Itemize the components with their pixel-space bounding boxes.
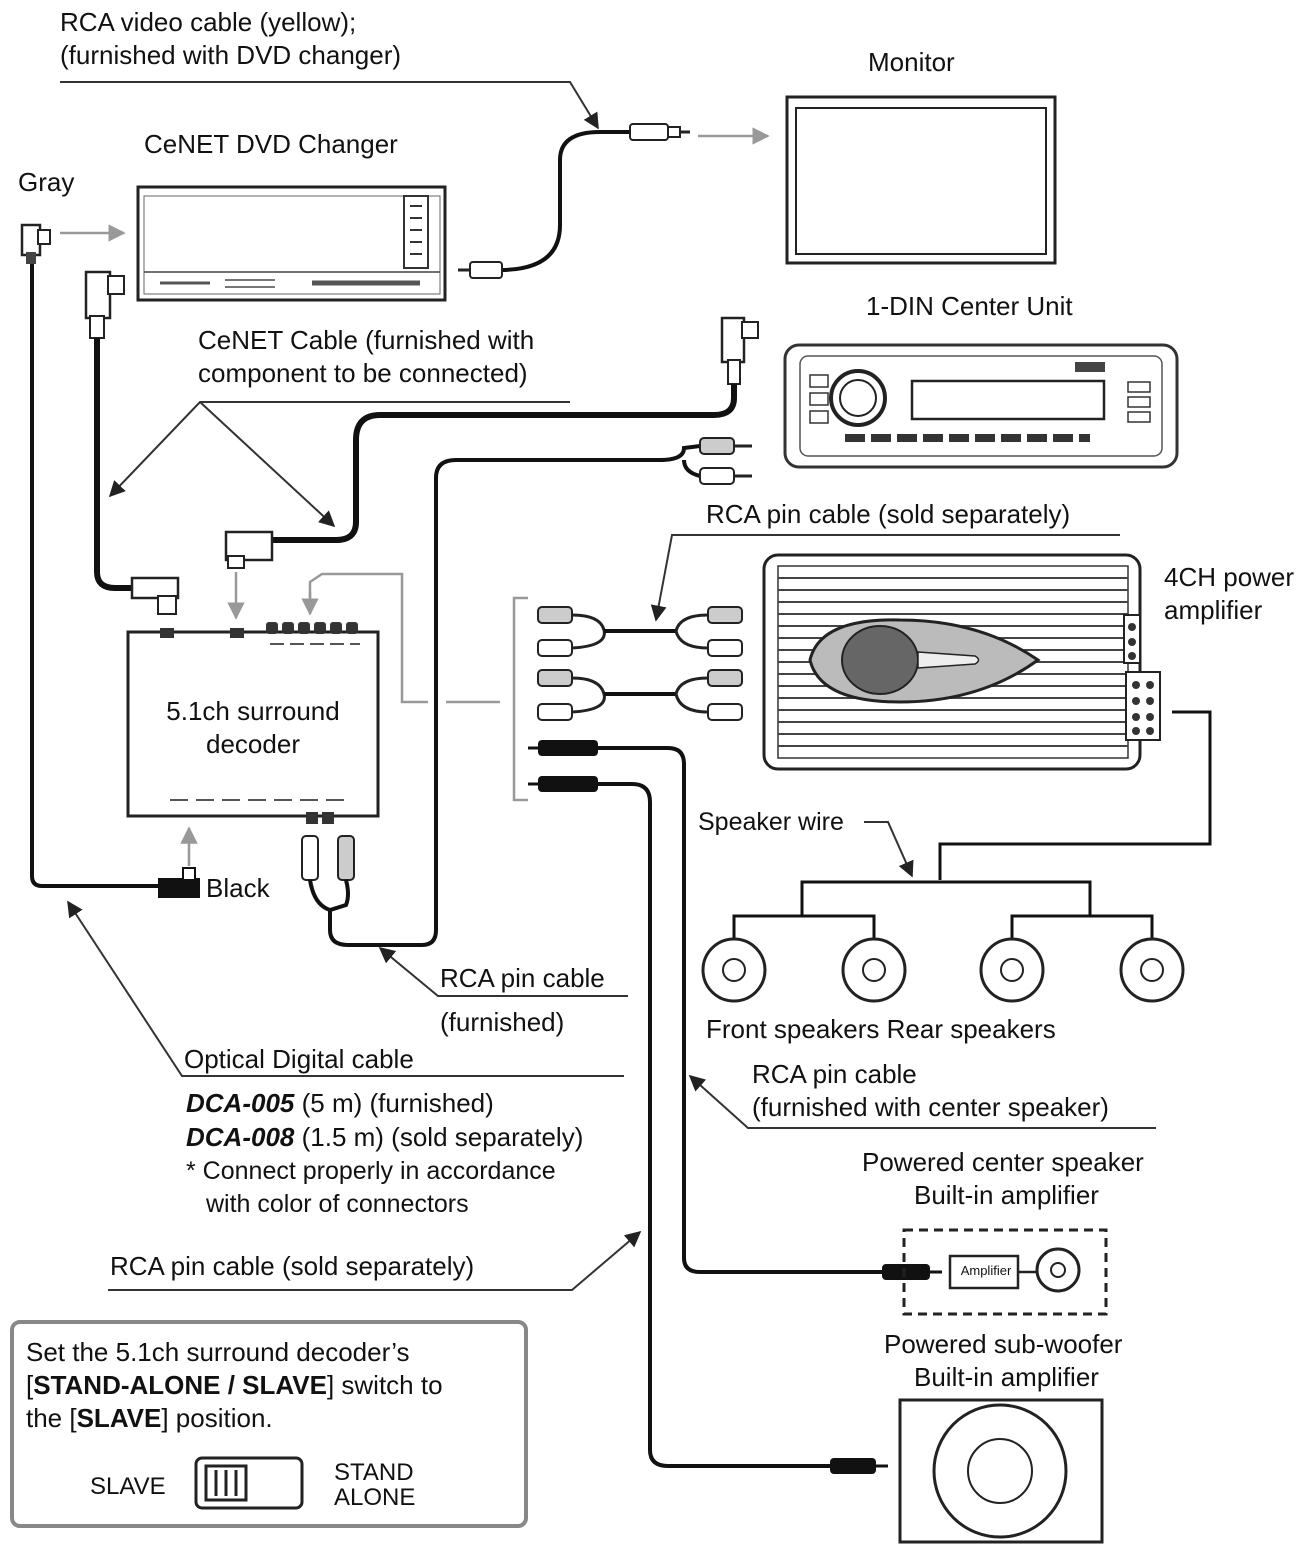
decoder-rca-plugs xyxy=(301,835,355,881)
dca005-desc: (5 m) (furnished) xyxy=(301,1088,494,1118)
subwoofer-plug xyxy=(830,1458,888,1474)
dca008-line: DCA-008 (1.5 m) (sold separately) xyxy=(186,1121,583,1154)
center-speaker-label-2: Built-in amplifier xyxy=(914,1180,1099,1210)
dca005-model: DCA-005 xyxy=(186,1088,295,1118)
slave-label: SLAVE xyxy=(90,1473,166,1500)
rca-plugs-center-unit xyxy=(699,437,752,485)
cenet-plug-center-unit xyxy=(720,316,759,385)
cenet-plug-decoder-2 xyxy=(130,576,180,615)
power-amp-label-1: 4CH power xyxy=(1164,562,1295,592)
decoder-label-2: decoder xyxy=(206,729,300,759)
subwoofer-label-2: Built-in amplifier xyxy=(914,1362,1099,1392)
cenet-cable-label-1: CeNET Cable (furnished with xyxy=(198,325,535,355)
gray-label: Gray xyxy=(18,167,75,197)
center-unit-label: 1-DIN Center Unit xyxy=(866,291,1073,321)
stand-alone-slave-switch xyxy=(194,1456,304,1510)
speakers-caption: Front speakers Rear speakers xyxy=(706,1014,1056,1044)
alone-label: ALONE xyxy=(334,1484,416,1511)
note-line-3-pre: the [ xyxy=(26,1403,77,1433)
note-line-2: [STAND-ALONE / SLAVE] switch to xyxy=(26,1369,443,1402)
cenet-plug-decoder xyxy=(224,530,274,569)
slave-setting-note: Set the 5.1ch surround decoder’s [STAND-… xyxy=(10,1320,528,1528)
dca008-desc: (1.5 m) (sold separately) xyxy=(301,1122,584,1152)
cenet-plug-dvd xyxy=(84,270,125,339)
dca005-line: DCA-005 (5 m) (furnished) xyxy=(186,1087,494,1120)
amp-rca-pin-cables xyxy=(537,606,743,721)
note-line-3-bold: SLAVE xyxy=(76,1403,162,1433)
rca-pin-sold-top-label: RCA pin cable (sold separately) xyxy=(706,499,1071,529)
front-speaker-right xyxy=(841,937,907,1003)
optical-cable-label: Optical Digital cable xyxy=(184,1044,414,1074)
rca-video-label-2: (furnished with DVD changer) xyxy=(60,40,402,70)
center-speaker-device xyxy=(902,1228,1108,1316)
rca-pin-furnished-label-1: RCA pin cable xyxy=(440,963,605,993)
note-line-1: Set the 5.1ch surround decoder’s xyxy=(26,1337,410,1367)
note-line-3-post: ] position. xyxy=(161,1403,273,1433)
subwoofer-device xyxy=(898,1398,1104,1544)
speaker-wire-label: Speaker wire xyxy=(698,808,844,836)
note-text: Set the 5.1ch surround decoder’s [STAND-… xyxy=(26,1336,443,1435)
note-line-2-post: ] switch to xyxy=(326,1370,443,1400)
note-line-3: the [SLAVE] position. xyxy=(26,1402,443,1435)
rear-speaker-left xyxy=(979,937,1045,1003)
rca-center-label-1: RCA pin cable xyxy=(752,1059,917,1089)
rca-video-plug-dvd xyxy=(458,261,503,279)
center-speaker-plug xyxy=(882,1264,942,1280)
note-line-2-pre: [ xyxy=(26,1370,34,1400)
power-amp-label-2: amplifier xyxy=(1164,595,1263,625)
black-rca-plugs xyxy=(528,740,598,792)
dvd-changer-label: CeNET DVD Changer xyxy=(144,129,398,159)
rca-pin-sold-bottom-label: RCA pin cable (sold separately) xyxy=(110,1251,475,1281)
decoder-label: 5.1ch surround decoder xyxy=(128,695,378,761)
monitor-device xyxy=(785,95,1057,265)
dvd-changer-device xyxy=(136,185,447,302)
note-line-2-bold: STAND-ALONE / SLAVE xyxy=(33,1370,327,1400)
rca-center-label-2: (furnished with center speaker) xyxy=(752,1092,1109,1122)
black-label: Black xyxy=(206,873,270,903)
power-amplifier-device xyxy=(762,553,1161,771)
gray-optical-plug xyxy=(20,223,51,264)
connect-note-1: * Connect properly in accordance xyxy=(186,1157,556,1185)
connect-note-2: with color of connectors xyxy=(206,1190,469,1218)
cenet-cable-label-2: component to be connected) xyxy=(198,358,528,388)
decoder-label-1: 5.1ch surround xyxy=(166,696,340,726)
center-speaker-label-1: Powered center speaker xyxy=(862,1147,1144,1177)
rca-pin-furnished-label-2: (furnished) xyxy=(440,1007,565,1037)
black-optical-plug xyxy=(158,867,200,898)
rca-video-plug-monitor xyxy=(629,123,690,141)
monitor-label: Monitor xyxy=(868,47,955,77)
rear-speaker-right xyxy=(1119,937,1185,1003)
dca008-model: DCA-008 xyxy=(186,1122,295,1152)
subwoofer-label-1: Powered sub-woofer xyxy=(884,1329,1123,1359)
front-speaker-left xyxy=(701,937,767,1003)
rca-video-label-1: RCA video cable (yellow); xyxy=(60,7,357,37)
center-unit-device xyxy=(783,343,1179,469)
stand-label: STAND xyxy=(334,1459,414,1486)
decoder-device xyxy=(126,622,380,824)
amplifier-label: Amplifier xyxy=(960,1263,1012,1278)
